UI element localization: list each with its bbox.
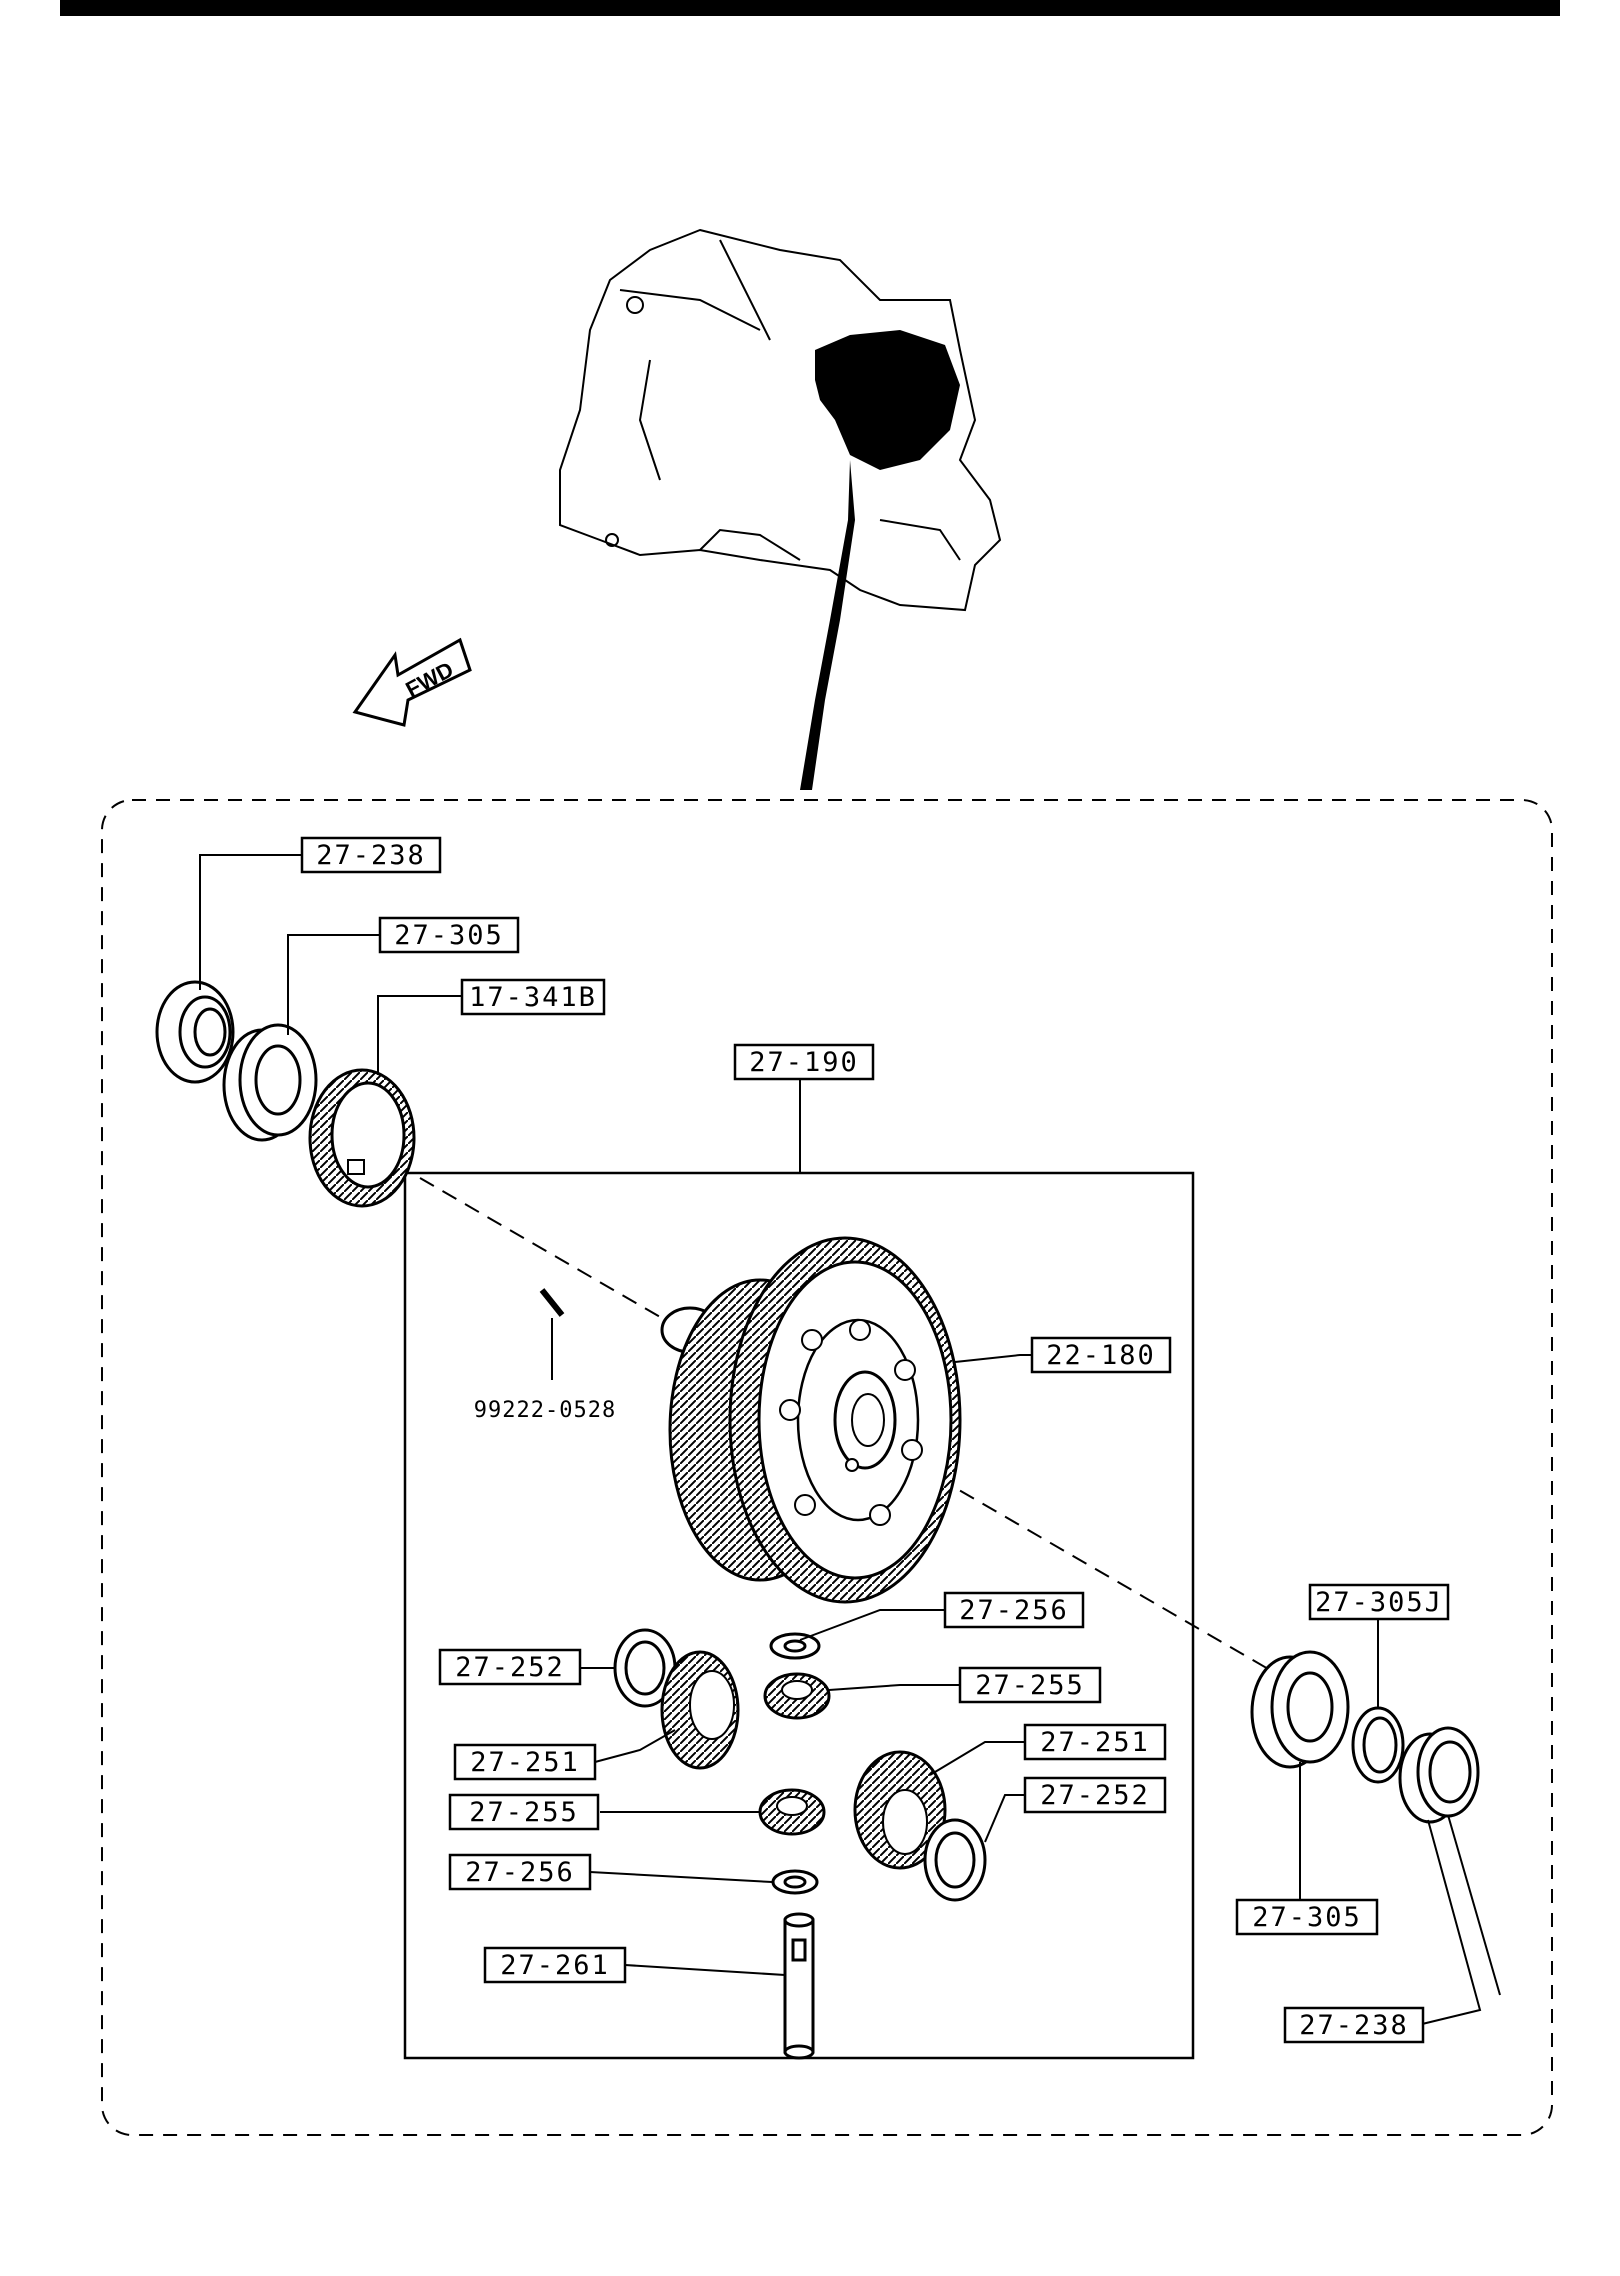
callout-27-251-left: 27-251 bbox=[453, 1743, 597, 1781]
side-gear-a bbox=[660, 1650, 740, 1770]
bearing-left bbox=[222, 1023, 318, 1142]
fwd-arrow-icon: FWD bbox=[352, 637, 472, 727]
callout-text: 27-252 bbox=[455, 1652, 565, 1683]
callout-text: 27-256 bbox=[465, 1857, 575, 1888]
ring-gear-differential-case bbox=[660, 1236, 962, 1604]
bearing-race-right bbox=[1398, 1726, 1480, 1824]
thrust-washer-b bbox=[923, 1818, 987, 1902]
pinion-washer-b bbox=[771, 1869, 819, 1895]
callout-27-255-upper: 27-255 bbox=[958, 1666, 1102, 1704]
differential-housing-highlight bbox=[815, 330, 960, 470]
detail-dashed-boundary bbox=[101, 799, 1553, 2136]
callout-99222-0528: 99222-0528 bbox=[474, 1398, 616, 1423]
callout-text: 27-255 bbox=[469, 1797, 579, 1828]
callout-text: 17-341B bbox=[469, 982, 597, 1013]
callout-text: 27-261 bbox=[500, 1950, 610, 1981]
leader-lines bbox=[199, 854, 1501, 2026]
callout-27-251-right: 27-251 bbox=[1023, 1723, 1167, 1761]
header-bar bbox=[60, 0, 1560, 16]
callout-27-238-left: 27-238 bbox=[300, 836, 442, 874]
callout-text: 27-255 bbox=[975, 1670, 1085, 1701]
callout-text: 27-305J bbox=[1315, 1587, 1443, 1618]
callout-text: 27-252 bbox=[1040, 1780, 1150, 1811]
callout-27-305j: 27-305J bbox=[1308, 1583, 1450, 1621]
assembly-centerline bbox=[419, 1177, 1271, 1671]
callout-text: 27-238 bbox=[316, 840, 426, 871]
callout-text: 27-238 bbox=[1299, 2010, 1409, 2041]
callout-text: 27-256 bbox=[959, 1595, 1069, 1626]
callout-text: 27-305 bbox=[394, 920, 504, 951]
pinion-shaft bbox=[783, 1912, 815, 2060]
callout-27-305-right: 27-305 bbox=[1235, 1898, 1379, 1936]
callout-text: 27-190 bbox=[749, 1047, 859, 1078]
pinion-gear-b bbox=[758, 1788, 826, 1836]
callout-text: 27-251 bbox=[470, 1747, 580, 1778]
leader-to-detail bbox=[800, 460, 855, 790]
callout-text: 22-180 bbox=[1046, 1340, 1156, 1371]
callout-27-238-right: 27-238 bbox=[1283, 2006, 1425, 2044]
shim-right bbox=[1351, 1706, 1405, 1784]
transmission-case-illustration bbox=[559, 228, 1002, 612]
callout-27-255-lower: 27-255 bbox=[448, 1793, 600, 1831]
callout-text: 27-305 bbox=[1252, 1902, 1362, 1933]
callout-text: 27-251 bbox=[1040, 1727, 1150, 1758]
pinion-gear-a bbox=[763, 1672, 831, 1720]
callout-27-305-left: 27-305 bbox=[378, 916, 520, 954]
callout-27-261: 27-261 bbox=[483, 1946, 627, 1984]
side-gear-b bbox=[853, 1750, 947, 1870]
callout-22-180: 22-180 bbox=[1030, 1336, 1172, 1374]
bearing-race-left bbox=[155, 980, 235, 1084]
callout-17-341b: 17-341B bbox=[460, 978, 606, 1016]
callout-27-252-right: 27-252 bbox=[1023, 1776, 1167, 1814]
sensor-ring-gear bbox=[308, 1068, 416, 1208]
callout-27-190: 27-190 bbox=[733, 1043, 875, 1081]
pin-icon bbox=[539, 1288, 565, 1317]
callout-27-256-upper: 27-256 bbox=[943, 1591, 1085, 1629]
callout-27-252-left: 27-252 bbox=[438, 1648, 582, 1686]
bearing-right bbox=[1250, 1650, 1350, 1769]
callout-27-256-lower: 27-256 bbox=[448, 1853, 592, 1891]
pinion-washer-a bbox=[769, 1632, 821, 1660]
